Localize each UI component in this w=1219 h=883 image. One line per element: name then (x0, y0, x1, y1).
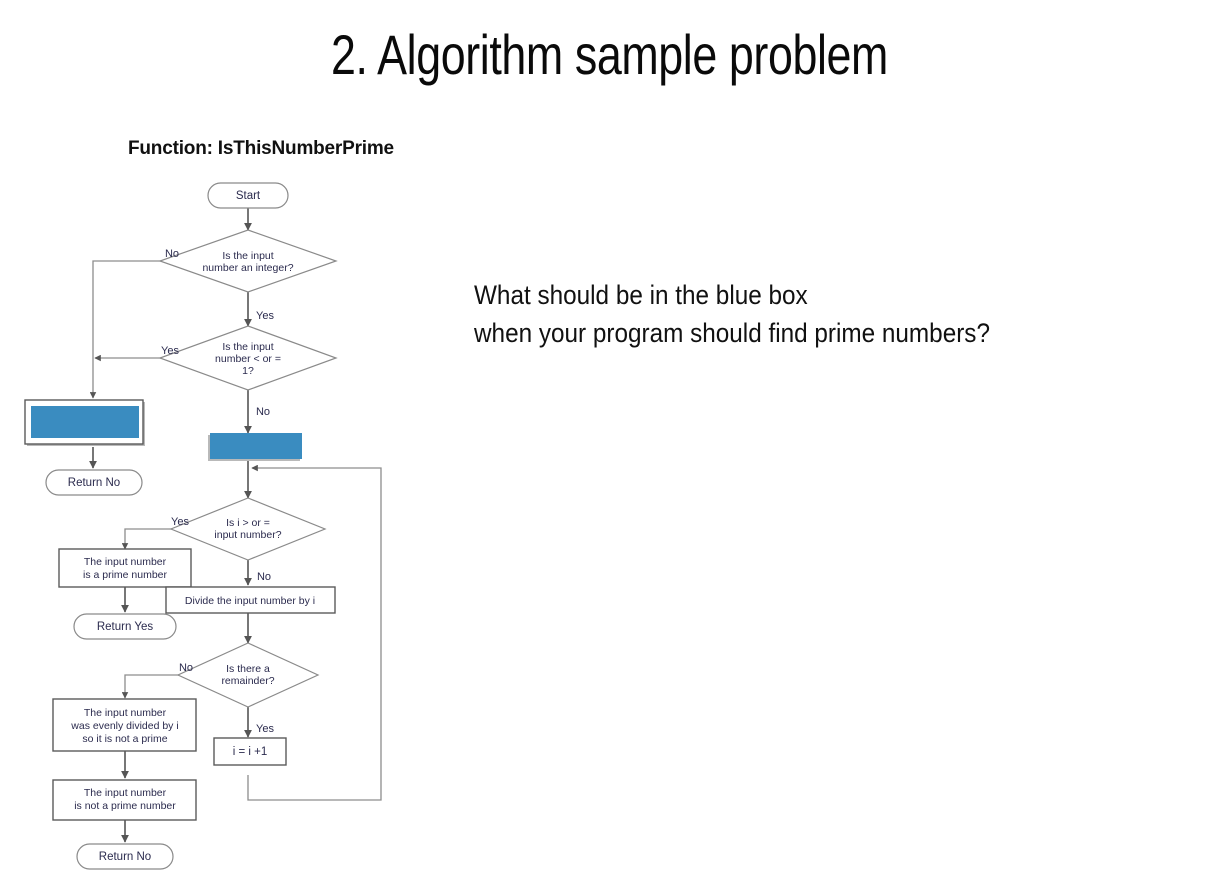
question-line-2: when your program should find prime numb… (474, 318, 990, 348)
node-divide-box[interactable]: Divide the input number by i (165, 586, 336, 614)
node-whynotprime-line2: was evenly divided by i (70, 720, 178, 732)
edge-loop-back (247, 464, 382, 801)
node-blue-box-left[interactable] (24, 399, 145, 446)
node-whynotprime-line1: The input number (84, 707, 167, 719)
flowchart-title: Function: IsThisNumberPrime (128, 138, 394, 159)
edge-label-d2-no: No (256, 406, 270, 418)
edge-label-d3-no: No (257, 571, 271, 583)
edge-label-d1-yes: Yes (256, 310, 274, 322)
node-d4-label-line2: remainder? (221, 675, 274, 687)
node-return-no-2-label: Return No (99, 851, 151, 863)
node-start-label: Start (236, 190, 261, 202)
node-d4-label-line1: Is there a (226, 663, 270, 675)
node-divide-label: Divide the input number by i (185, 595, 315, 607)
edge-label-d1-no: No (165, 248, 179, 260)
edge-label-d2-yes: Yes (161, 345, 179, 357)
node-d2-label-line3: 1? (242, 365, 254, 377)
page-title: 2. Algorithm sample problem (331, 23, 888, 86)
node-blue-box-middle[interactable] (208, 433, 302, 461)
flowchart: Function: IsThisNumberPrime (0, 130, 470, 880)
flowchart-canvas: Start Is the input number an integer? No… (24, 182, 382, 870)
node-is-prime-box[interactable]: The input number is a prime number (58, 548, 192, 588)
node-increment-box[interactable]: i = i +1 (213, 737, 287, 766)
question-text: What should be in the blue box when your… (474, 276, 1131, 352)
node-return-no-top[interactable]: Return No (45, 469, 143, 496)
node-decision-le-one[interactable]: Is the input number < or = 1? (158, 325, 338, 391)
node-prime-label-line1: The input number (84, 556, 167, 568)
node-return-yes-label: Return Yes (97, 621, 154, 633)
node-return-yes[interactable]: Return Yes (73, 613, 177, 640)
node-d1-label-line2: number an integer? (202, 262, 293, 274)
node-d3-label-line1: Is i > or = (226, 517, 270, 529)
node-return-no-bottom[interactable]: Return No (76, 843, 174, 870)
node-d2-label-line1: Is the input (222, 341, 273, 353)
edge-label-d3-yes: Yes (171, 516, 189, 528)
node-d3-label-line2: input number? (214, 529, 281, 541)
node-decision-i-ge-input[interactable]: Is i > or = input number? (169, 497, 327, 561)
node-increment-label: i = i +1 (233, 746, 268, 758)
node-evenly-divided-box[interactable]: The input number was evenly divided by i… (52, 698, 197, 752)
node-not-prime-box[interactable]: The input number is not a prime number (52, 779, 197, 821)
node-notprime-line1: The input number (84, 787, 167, 799)
edge-d1-no (89, 260, 196, 399)
question-line-1: What should be in the blue box (474, 280, 808, 310)
node-decision-remainder[interactable]: Is there a remainder? (176, 642, 320, 708)
node-return-no-1-label: Return No (68, 477, 120, 489)
node-whynotprime-line3: so it is not a prime (82, 733, 167, 745)
node-d1-label-line1: Is the input (222, 250, 273, 262)
node-d2-label-line2: number < or = (215, 353, 281, 365)
node-decision-is-integer[interactable]: Is the input number an integer? (158, 229, 338, 293)
node-start[interactable]: Start (207, 182, 289, 209)
edge-label-d4-yes: Yes (256, 723, 274, 735)
edge-label-d4-no: No (179, 662, 193, 674)
node-prime-label-line2: is a prime number (83, 569, 168, 581)
node-notprime-line2: is not a prime number (74, 800, 176, 812)
